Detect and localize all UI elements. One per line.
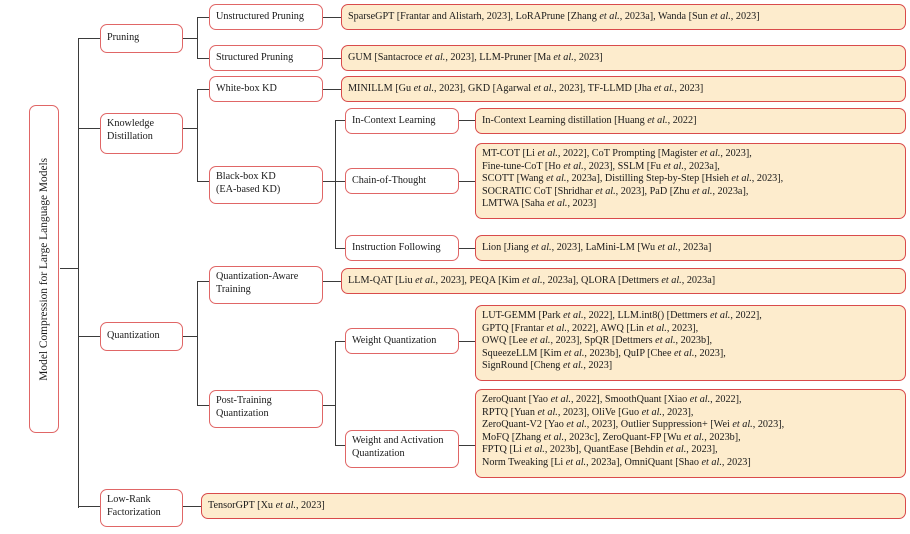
edge-blackbox-icl — [335, 120, 345, 122]
leaf-white-box-kd[interactable]: MINILLM [Gu et al., 2023], GKD [Agarwal … — [341, 76, 906, 102]
edge-unstructured-leaf — [323, 17, 341, 19]
edge-structured-leaf — [323, 58, 341, 60]
leaf-in-context-learning-text: In-Context Learning distillation [Huang … — [482, 114, 697, 126]
subcategory-in-context-learning-label: In-Context Learning — [352, 114, 436, 126]
edge-blackbox-out — [323, 181, 335, 183]
leaf-weight-and-activation-quantization[interactable]: ZeroQuant [Yao et al., 2022], SmoothQuan… — [475, 389, 906, 478]
edge-ptq-vertical — [335, 341, 337, 445]
root-node: Model Compression for Large Language Mod… — [29, 105, 59, 433]
edge-trunk-pruning — [78, 38, 100, 40]
edge-trunk-quantization — [78, 336, 100, 338]
subcategory-quantization-aware-training[interactable]: Quantization-Aware Training — [209, 266, 323, 304]
subcategory-white-box-kd-label: White-box KD — [216, 82, 277, 94]
leaf-structured-pruning-text: GUM [Santacroce et al., 2023], LLM-Prune… — [348, 51, 603, 63]
edge-qat-leaf — [323, 281, 341, 283]
edge-kd-vertical — [197, 89, 199, 181]
edge-pruning-structured — [197, 58, 209, 60]
subcategory-unstructured-pruning[interactable]: Unstructured Pruning — [209, 4, 323, 30]
leaf-low-rank-factorization-text: TensorGPT [Xu et al., 2023] — [208, 499, 325, 511]
subcategory-structured-pruning-label: Structured Pruning — [216, 51, 294, 63]
edge-blackbox-if — [335, 248, 345, 250]
category-low-rank-factorization[interactable]: Low-Rank Factorization — [100, 489, 183, 527]
subcategory-weight-quantization-label: Weight Quantization — [352, 334, 437, 346]
subcategory-unstructured-pruning-label: Unstructured Pruning — [216, 10, 304, 22]
leaf-quantization-aware-training[interactable]: LLM-QAT [Liu et al., 2023], PEQA [Kim et… — [341, 268, 906, 294]
leaf-chain-of-thought[interactable]: MT-COT [Li et al., 2022], CoT Prompting … — [475, 143, 906, 219]
edge-kd-blackbox — [197, 181, 209, 183]
subcategory-weight-and-activation-quantization-label: Weight and Activation Quantization — [352, 435, 444, 459]
subcategory-chain-of-thought-label: Chain-of-Thought — [352, 174, 427, 186]
subcategory-structured-pruning[interactable]: Structured Pruning — [209, 45, 323, 71]
edge-lowrank-leaf — [183, 506, 201, 508]
subcategory-white-box-kd[interactable]: White-box KD — [209, 76, 323, 102]
edge-blackbox-cot — [335, 181, 345, 183]
edge-quantization-out — [183, 336, 197, 338]
subcategory-weight-and-activation-quantization[interactable]: Weight and Activation Quantization — [345, 430, 459, 468]
edge-weightact-leaf — [459, 445, 475, 447]
edge-blackbox-vertical — [335, 120, 337, 248]
edge-ptq-out — [323, 405, 335, 407]
category-knowledge-distillation-label: Knowledge Distillation — [107, 118, 154, 142]
edge-trunk-lowrank — [78, 506, 100, 508]
leaf-instruction-following-text: Lion [Jiang et al., 2023], LaMini-LM [Wu… — [482, 241, 712, 253]
leaf-white-box-kd-text: MINILLM [Gu et al., 2023], GKD [Agarwal … — [348, 82, 704, 94]
category-pruning-label: Pruning — [107, 32, 140, 44]
leaf-weight-quantization[interactable]: LUT-GEMM [Park et al., 2022], LLM.int8()… — [475, 305, 906, 381]
edge-ptq-weightact — [335, 445, 345, 447]
leaf-chain-of-thought-text: MT-COT [Li et al., 2022], CoT Prompting … — [482, 148, 784, 210]
subcategory-post-training-quantization[interactable]: Post-Training Quantization — [209, 390, 323, 428]
edge-ptq-weight — [335, 341, 345, 343]
edge-kd-whitebox — [197, 89, 209, 91]
leaf-unstructured-pruning-text: SparseGPT [Frantar and Alistarh, 2023], … — [348, 10, 760, 22]
edge-quant-ptq — [197, 405, 209, 407]
subcategory-post-training-quantization-label: Post-Training Quantization — [216, 395, 272, 419]
edge-cot-leaf — [459, 181, 475, 183]
leaf-quantization-aware-training-text: LLM-QAT [Liu et al., 2023], PEQA [Kim et… — [348, 274, 716, 286]
leaf-weight-quantization-text: LUT-GEMM [Park et al., 2022], LLM.int8()… — [482, 310, 762, 372]
leaf-unstructured-pruning[interactable]: SparseGPT [Frantar and Alistarh, 2023], … — [341, 4, 906, 30]
category-quantization-label: Quantization — [107, 330, 160, 342]
edge-icl-leaf — [459, 120, 475, 122]
edge-if-leaf — [459, 248, 475, 250]
edge-quantization-vertical — [197, 281, 199, 405]
root-label: Model Compression for Large Language Mod… — [37, 157, 50, 381]
leaf-instruction-following[interactable]: Lion [Jiang et al., 2023], LaMini-LM [Wu… — [475, 235, 906, 261]
leaf-weight-and-activation-quantization-text: ZeroQuant [Yao et al., 2022], SmoothQuan… — [482, 394, 785, 468]
subcategory-chain-of-thought[interactable]: Chain-of-Thought — [345, 168, 459, 194]
leaf-in-context-learning[interactable]: In-Context Learning distillation [Huang … — [475, 108, 906, 134]
leaf-structured-pruning[interactable]: GUM [Santacroce et al., 2023], LLM-Prune… — [341, 45, 906, 71]
subcategory-quantization-aware-training-label: Quantization-Aware Training — [216, 271, 299, 295]
edge-pruning-out — [183, 38, 197, 40]
edge-trunk-vertical — [78, 38, 80, 508]
subcategory-black-box-kd-label: Black-box KD (EA-based KD) — [216, 171, 281, 195]
edge-quant-qat — [197, 281, 209, 283]
subcategory-instruction-following-label: Instruction Following — [352, 241, 441, 253]
subcategory-in-context-learning[interactable]: In-Context Learning — [345, 108, 459, 134]
leaf-low-rank-factorization[interactable]: TensorGPT [Xu et al., 2023] — [201, 493, 906, 519]
subcategory-instruction-following[interactable]: Instruction Following — [345, 235, 459, 261]
edge-trunk-kd — [78, 128, 100, 130]
edge-whitebox-leaf — [323, 89, 341, 91]
subcategory-black-box-kd[interactable]: Black-box KD (EA-based KD) — [209, 166, 323, 204]
subcategory-weight-quantization[interactable]: Weight Quantization — [345, 328, 459, 354]
edge-pruning-vertical — [197, 17, 199, 59]
edge-weight-leaf — [459, 341, 475, 343]
category-pruning[interactable]: Pruning — [100, 24, 183, 53]
edge-pruning-unstructured — [197, 17, 209, 19]
category-knowledge-distillation[interactable]: Knowledge Distillation — [100, 113, 183, 154]
edge-root-trunk — [60, 268, 78, 270]
edge-kd-out — [183, 128, 197, 130]
category-low-rank-factorization-label: Low-Rank Factorization — [107, 494, 161, 518]
category-quantization[interactable]: Quantization — [100, 322, 183, 351]
